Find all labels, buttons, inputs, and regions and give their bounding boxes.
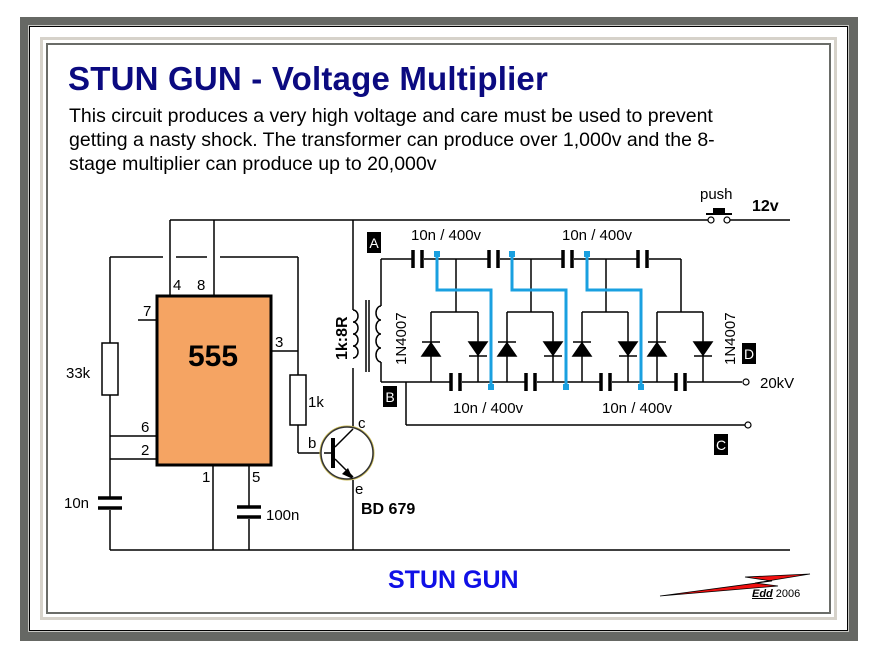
transistor-collector-label: c xyxy=(358,415,366,432)
transformer-ratio-label: 1k:8R xyxy=(334,316,351,360)
resistor-33k xyxy=(101,342,119,396)
resistor-1k xyxy=(289,374,307,426)
transformer-icon xyxy=(352,300,382,372)
multiplier-caps-bottom xyxy=(449,373,687,391)
diode-icon xyxy=(496,341,518,357)
timing-caps xyxy=(98,496,261,519)
footer-title: STUN GUN xyxy=(388,566,519,594)
push-switch-icon[interactable] xyxy=(706,208,732,224)
pin-label-8: 8 xyxy=(197,277,205,294)
wire-diode-pair xyxy=(581,311,629,382)
output-terminal-20kv[interactable] xyxy=(742,378,750,386)
wire-diode-pair xyxy=(656,311,704,382)
description: This circuit produces a very high voltag… xyxy=(69,104,829,176)
link-dot xyxy=(434,251,440,257)
capacitor-icon xyxy=(674,373,687,391)
capacitor-icon xyxy=(449,373,462,391)
pin-label-1: 1 xyxy=(202,469,210,486)
marker-d-label: D xyxy=(744,346,754,362)
transistor-emitter-label: e xyxy=(355,481,363,498)
cap-label-top-2: 10n / 400v xyxy=(562,227,633,244)
push-switch-label: push xyxy=(700,186,733,203)
cap-100n-label: 100n xyxy=(266,507,299,524)
marker-c-label: C xyxy=(716,437,726,453)
capacitor-icon xyxy=(411,250,424,268)
transistor-base-label: b xyxy=(308,435,316,452)
diode-icon xyxy=(617,341,639,357)
page-title: STUN GUN - Voltage Multiplier xyxy=(68,60,549,97)
cap-label-top-1: 10n / 400v xyxy=(411,227,482,244)
cap-label-bottom-1: 10n / 400v xyxy=(453,400,524,417)
diode-right-label: 1N4007 xyxy=(722,312,739,365)
ic-555 xyxy=(155,294,273,467)
diode-left-label: 1N4007 xyxy=(393,312,410,365)
capacitor-icon xyxy=(561,250,574,268)
transistor-label: BD 679 xyxy=(361,501,415,518)
wire-diode-pair xyxy=(430,311,479,382)
capacitor-icon xyxy=(524,373,537,391)
output-voltage-label: 20kV xyxy=(760,375,794,392)
marker-a xyxy=(367,232,381,253)
pin-label-5: 5 xyxy=(252,469,260,486)
wire-diode-pair xyxy=(506,311,554,382)
marker-a-label: A xyxy=(369,235,379,251)
cap-label-bottom-2: 10n / 400v xyxy=(602,400,673,417)
marker-d xyxy=(742,343,756,364)
blue-links xyxy=(435,255,643,387)
capacitor-icon xyxy=(636,250,649,268)
description-line: stage multiplier can produce up to 20,00… xyxy=(69,153,437,175)
capacitor-icon xyxy=(487,250,500,268)
pin-label-3: 3 xyxy=(275,334,283,351)
description-line: getting a nasty shock. The transformer c… xyxy=(69,129,715,151)
signature-name: Edd xyxy=(752,588,773,600)
link-wire xyxy=(585,255,643,387)
diode-icon xyxy=(646,341,668,357)
ic-label: 555 xyxy=(188,340,238,373)
capacitor-icon xyxy=(237,505,261,519)
link-dot xyxy=(563,384,569,390)
pin-label-2: 2 xyxy=(141,442,149,459)
pin-label-4: 4 xyxy=(173,277,181,294)
resistor-1k-label: 1k xyxy=(308,394,324,411)
pin-label-7: 7 xyxy=(143,303,151,320)
link-dot xyxy=(509,251,515,257)
diode-icon xyxy=(467,341,489,357)
diodes xyxy=(420,341,714,357)
transistor-icon xyxy=(319,425,375,481)
diode-icon xyxy=(420,341,442,357)
cap-10n-label: 10n xyxy=(64,495,89,512)
lightning-logo-icon xyxy=(659,573,811,597)
capacitor-icon xyxy=(599,373,612,391)
diode-icon xyxy=(542,341,564,357)
link-dot xyxy=(638,384,644,390)
output-terminal-c[interactable] xyxy=(744,421,752,429)
link-dot xyxy=(584,251,590,257)
description-line: This circuit produces a very high voltag… xyxy=(69,105,713,127)
capacitor-icon xyxy=(98,496,122,510)
supply-voltage-label: 12v xyxy=(752,198,779,215)
signature-year: 2006 xyxy=(775,588,801,600)
marker-b-label: B xyxy=(385,389,394,405)
diode-icon xyxy=(692,341,714,357)
diode-icon xyxy=(571,341,593,357)
resistor-33k-label: 33k xyxy=(66,365,91,382)
link-dot xyxy=(488,384,494,390)
link-wire xyxy=(510,255,568,387)
marker-b xyxy=(383,386,397,407)
link-wire xyxy=(435,255,493,387)
multiplier-caps-top xyxy=(411,250,649,268)
link-dots xyxy=(434,251,644,390)
pin-label-6: 6 xyxy=(141,419,149,436)
marker-c xyxy=(714,434,728,455)
markers: A B C D xyxy=(367,232,756,455)
